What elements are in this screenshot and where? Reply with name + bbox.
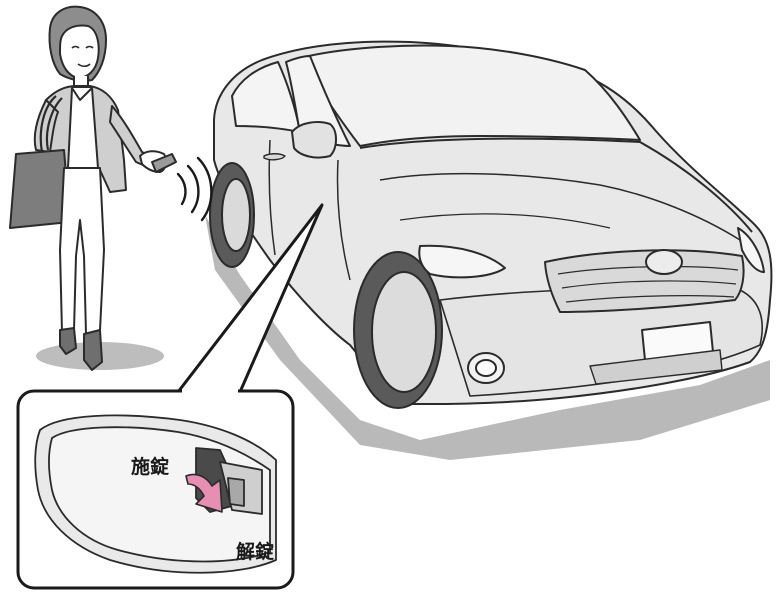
woman	[10, 7, 176, 370]
unlock-label: 解錠	[236, 537, 274, 564]
lock-label: 施錠	[131, 452, 169, 479]
signal-waves-icon	[178, 158, 211, 220]
